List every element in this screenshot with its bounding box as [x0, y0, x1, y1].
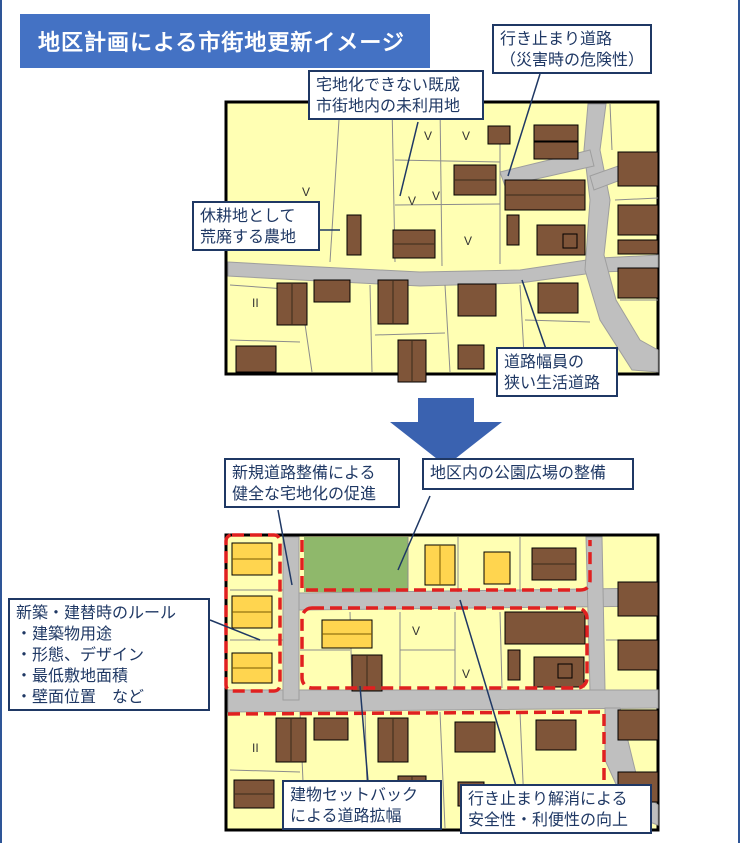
- top-building: [457, 344, 485, 370]
- field-symbol: V: [408, 194, 416, 208]
- top-building: [537, 282, 579, 314]
- page-title: 地区計画による市街地更新イメージ: [20, 14, 430, 68]
- bottom-building: [557, 663, 573, 679]
- bottom-building: [504, 611, 586, 645]
- top-building: [235, 345, 277, 373]
- field-symbol: V: [462, 129, 470, 143]
- top-building: [313, 279, 351, 303]
- bottom-map-building-dividers: [234, 563, 576, 816]
- top-map-side-road: [583, 103, 659, 373]
- top-building: [536, 224, 586, 256]
- field-symbol: II: [252, 296, 259, 310]
- top-building: [617, 151, 659, 187]
- field-symbol: V: [412, 624, 420, 638]
- bottom-building: [617, 581, 659, 617]
- bottom-map-new-building-dividers: [232, 545, 441, 669]
- top-building: [487, 125, 511, 145]
- district-boundary-middle: [300, 606, 589, 690]
- bottom-main-road: [227, 689, 659, 713]
- field-symbol: V: [432, 189, 440, 203]
- top-map-leader-lines: [320, 73, 549, 356]
- top-building: [562, 233, 578, 249]
- bottom-building: [313, 717, 349, 741]
- top-building: [506, 214, 520, 246]
- top-map-building-dividers: [291, 179, 585, 382]
- callout-dead-end-fix: 行き止まり解消による 安全性・利便性の向上: [460, 784, 652, 834]
- top-building: [457, 283, 497, 317]
- top-building: [617, 267, 659, 299]
- top-building: [617, 239, 659, 255]
- field-symbol: II: [252, 741, 259, 755]
- top-building: [617, 204, 659, 236]
- bottom-building: [535, 719, 577, 751]
- callout-park: 地区内の公園広場の整備: [422, 458, 634, 490]
- callout-setback: 建物セットバック による道路拡幅: [282, 780, 442, 830]
- field-symbol: V: [464, 234, 472, 248]
- callout-building-rules: 新築・建替時のルール ・建築物用途 ・形態、デザイン ・最低敷地面積 ・壁面位置…: [8, 598, 210, 711]
- district-boundary-left: [224, 533, 282, 693]
- park-area: [304, 537, 408, 592]
- bottom-building: [617, 709, 659, 741]
- new-building: [483, 551, 511, 585]
- bottom-map-leader-lines: [209, 495, 517, 787]
- field-symbol: V: [462, 667, 470, 681]
- top-building: [346, 214, 362, 256]
- callout-narrow-road: 道路幅員の 狭い生活道路: [496, 347, 618, 397]
- bottom-building: [507, 649, 521, 681]
- callout-unused-land: 宅地化できない既成 市街地内の未利用地: [308, 70, 484, 120]
- bottom-building: [454, 721, 496, 753]
- bottom-new-road-left: [282, 536, 300, 701]
- top-map-field-symbols: V V V V V V II: [252, 129, 472, 310]
- callout-fallow-farmland: 休耕地として 荒廃する農地: [192, 201, 320, 251]
- field-symbol: V: [424, 129, 432, 143]
- transition-arrow-icon: [390, 398, 502, 466]
- callout-new-road: 新規道路整備による 健全な宅地化の促進: [224, 458, 400, 508]
- bottom-map-field-symbols: V V II: [252, 624, 470, 755]
- bottom-building: [617, 639, 659, 671]
- callout-dead-end-road: 行き止まり道路 （災害時の危険性）: [492, 24, 652, 74]
- field-symbol: V: [302, 185, 310, 199]
- district-boundary-top: [300, 540, 592, 592]
